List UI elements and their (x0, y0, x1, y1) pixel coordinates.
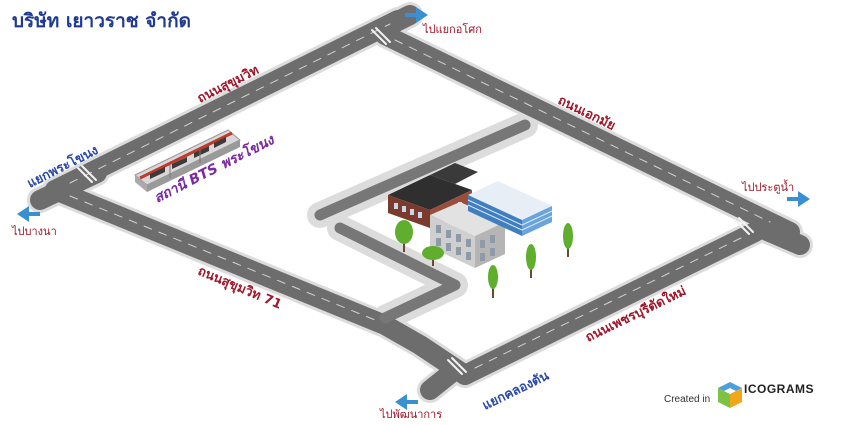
direction-label-pratunam: ไปประตูน้ำ (741, 179, 794, 194)
tree-icon (395, 220, 573, 298)
direction-label-asok: ไปแยกอโศก (422, 22, 482, 36)
icograms-logo-icon (718, 382, 742, 408)
direction-arrow-icon (17, 7, 810, 410)
page-title: บริษัท เยาวราช จำกัด (12, 10, 191, 32)
office-building-icon (388, 163, 505, 268)
glass-building-icon (467, 181, 553, 236)
direction-label-phatthanakan: ไปพัฒนาการ (379, 408, 442, 421)
brand-name: ICOGRAMS (744, 382, 814, 396)
road-network (27, 2, 813, 403)
credit-text: Created in (664, 394, 711, 405)
bts-train-icon (134, 129, 241, 192)
direction-label-bangna: ไปบางนา (11, 225, 57, 238)
